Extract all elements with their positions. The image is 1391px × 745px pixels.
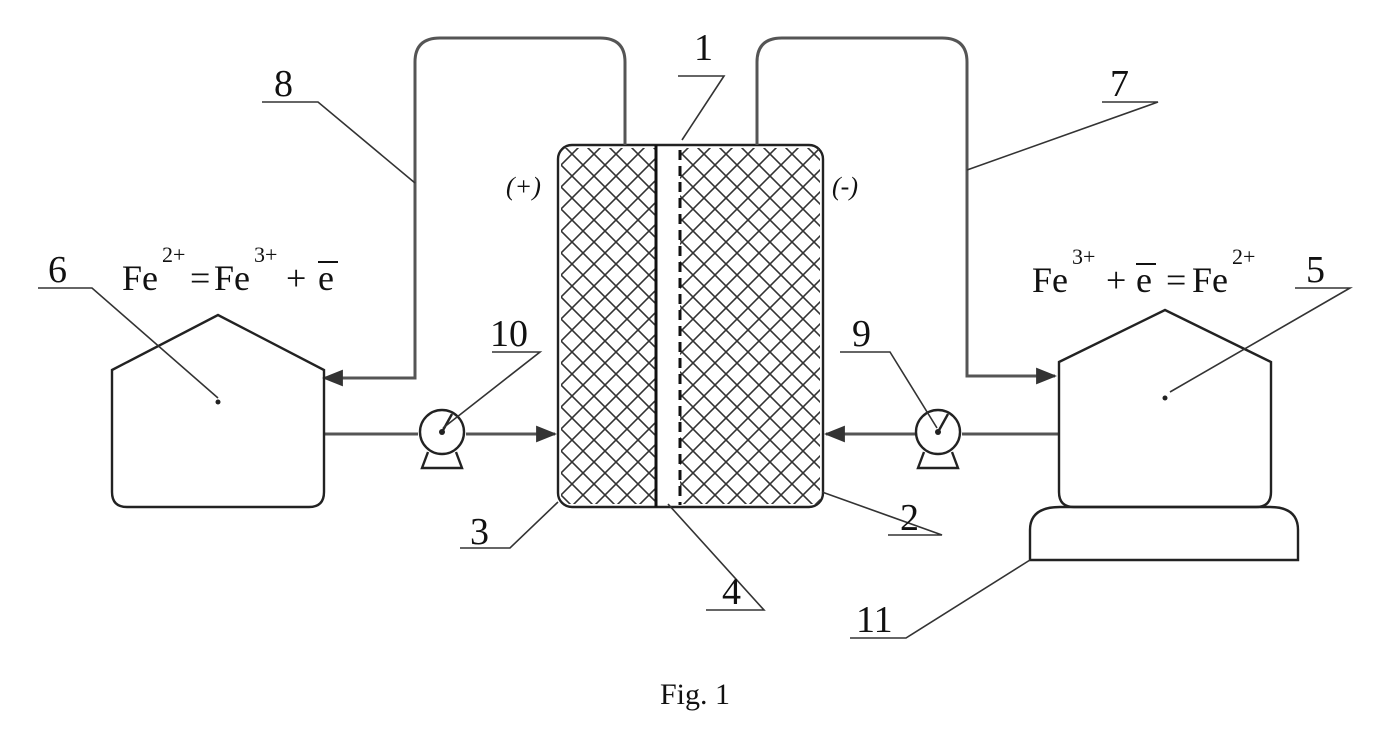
label-pipe-negative-return: 7 bbox=[1110, 63, 1129, 105]
svg-text:3+: 3+ bbox=[1072, 244, 1095, 269]
tank-positive-dot bbox=[216, 400, 221, 405]
svg-text:Fe: Fe bbox=[1192, 260, 1228, 300]
figure-caption: Fig. 1 bbox=[660, 678, 730, 711]
label-pump-positive: 10 bbox=[490, 313, 528, 355]
pump-positive bbox=[420, 410, 464, 468]
svg-text:Fe: Fe bbox=[1032, 260, 1068, 300]
svg-text:e: e bbox=[318, 258, 334, 298]
label-pipe-positive-return: 8 bbox=[274, 63, 293, 105]
svg-text:Fe: Fe bbox=[214, 258, 250, 298]
tank-positive bbox=[112, 315, 324, 507]
label-cell: 1 bbox=[694, 27, 713, 69]
equation-reduction: Fe 3+ + e = Fe 2+ bbox=[1032, 244, 1255, 300]
svg-text:+: + bbox=[286, 258, 306, 298]
polarity-positive: (+) bbox=[506, 172, 541, 201]
label-membrane: 4 bbox=[722, 571, 741, 613]
cell-stack bbox=[558, 145, 823, 507]
label-pump-negative: 9 bbox=[852, 313, 871, 355]
svg-text:Fe: Fe bbox=[122, 258, 158, 298]
label-positive-electrode: 3 bbox=[470, 511, 489, 553]
svg-text:2+: 2+ bbox=[1232, 244, 1255, 269]
svg-text:3+: 3+ bbox=[254, 242, 277, 267]
positive-electrode-hatch bbox=[561, 148, 655, 504]
label-negative-electrode: 2 bbox=[900, 497, 919, 539]
svg-text:2+: 2+ bbox=[162, 242, 185, 267]
svg-text:e: e bbox=[1136, 260, 1152, 300]
label-heater-base: 11 bbox=[856, 599, 893, 641]
svg-text:+: + bbox=[1106, 260, 1126, 300]
tank-negative bbox=[1059, 310, 1271, 507]
equation-oxidation: Fe 2+ = Fe 3+ + e bbox=[122, 242, 338, 298]
heater-base bbox=[1030, 507, 1298, 560]
tank-negative-dot bbox=[1163, 396, 1168, 401]
pump-negative bbox=[916, 410, 960, 468]
negative-electrode-hatch bbox=[680, 148, 820, 504]
label-tank-positive: 6 bbox=[48, 249, 67, 291]
svg-text:=: = bbox=[1166, 260, 1186, 300]
label-tank-negative: 5 bbox=[1306, 249, 1325, 291]
svg-text:=: = bbox=[190, 258, 210, 298]
polarity-negative: (-) bbox=[832, 172, 858, 201]
